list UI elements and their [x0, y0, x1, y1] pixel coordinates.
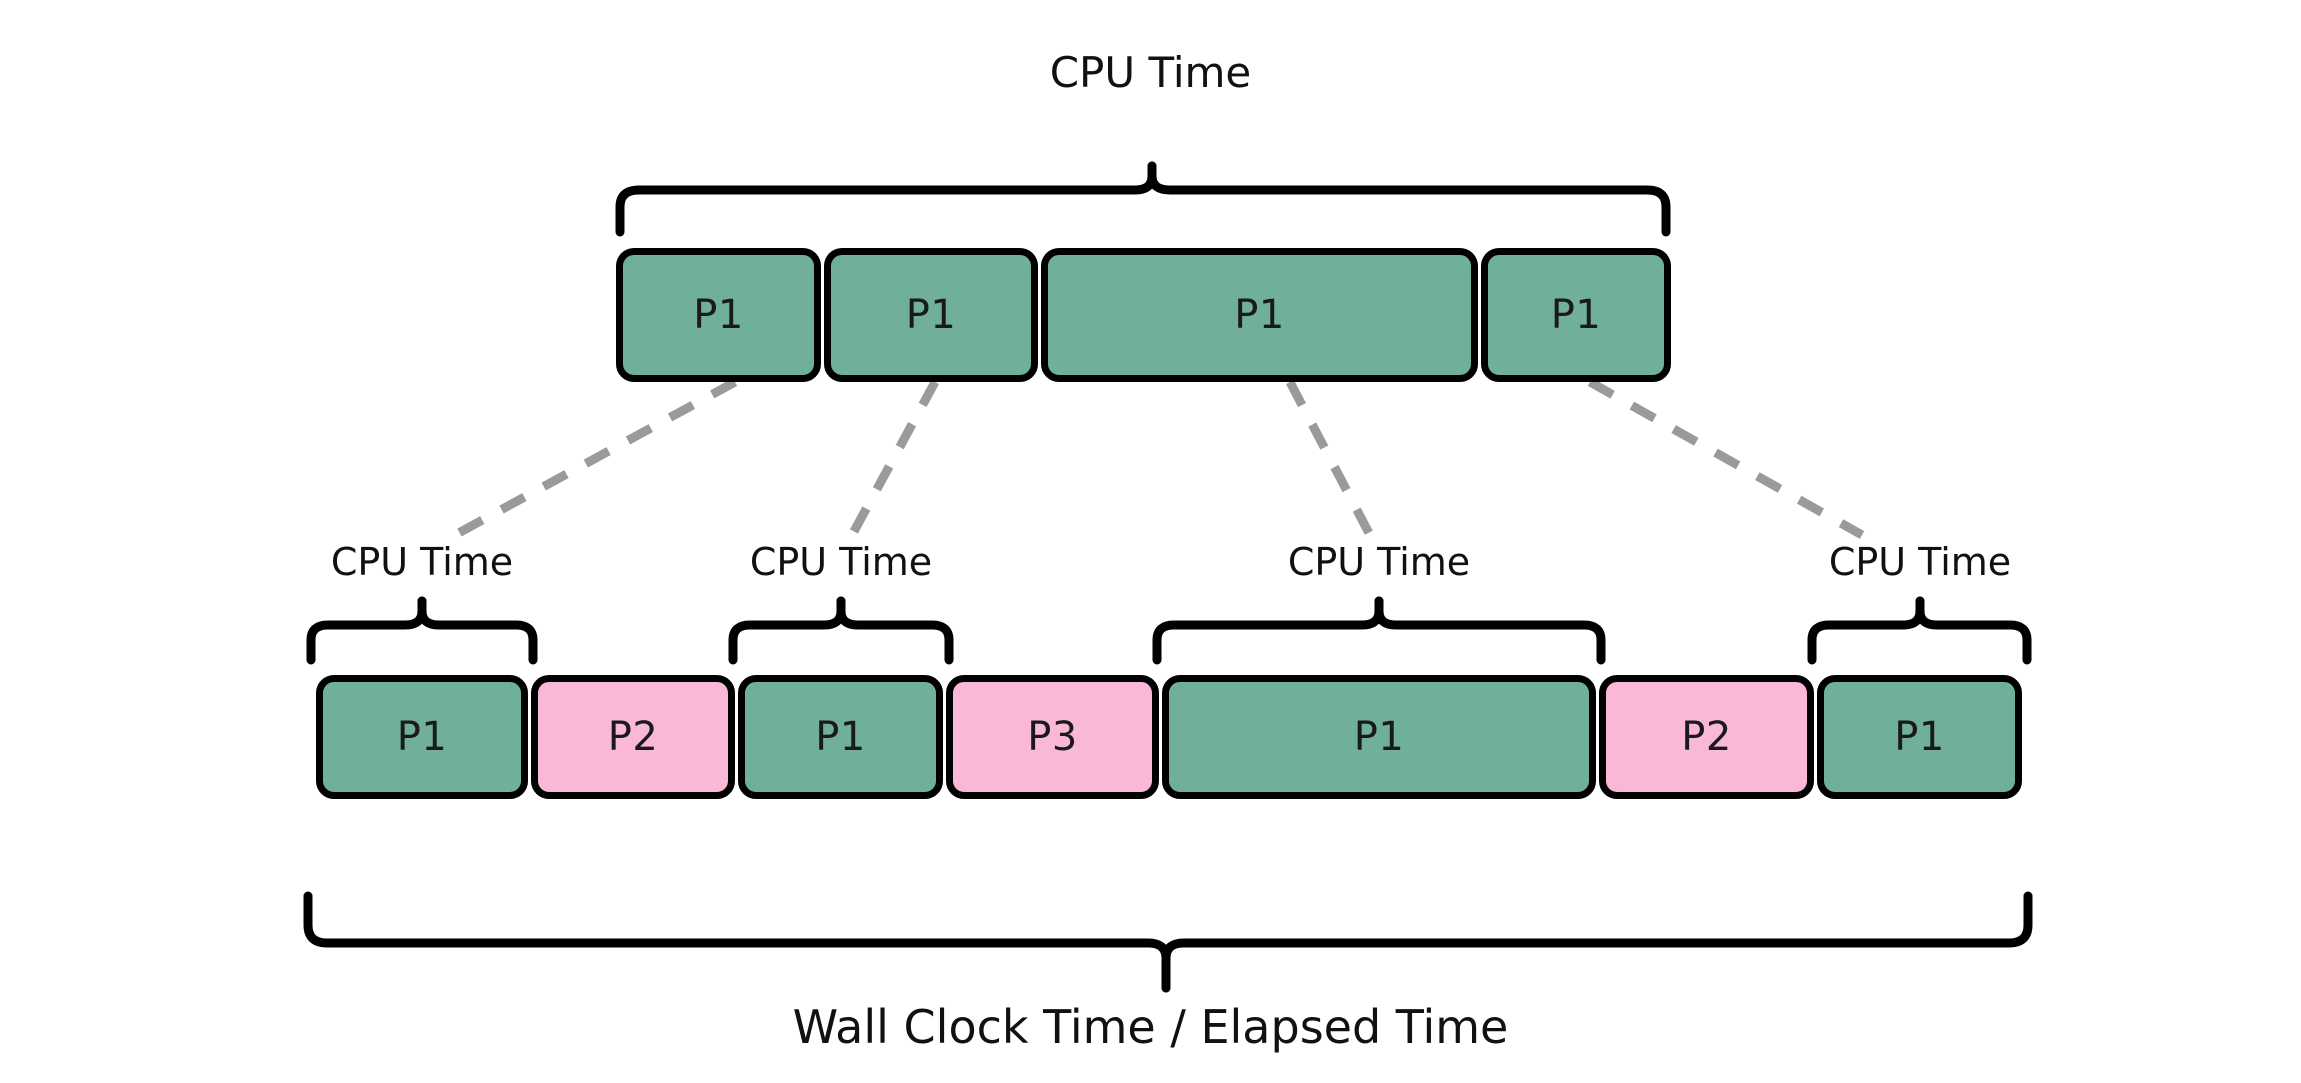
- segment-cpu-time-label-2: CPU Time: [749, 540, 933, 584]
- wall-row-block-6[interactable]: P2: [1599, 675, 1814, 799]
- wall-row-block-5[interactable]: P1: [1162, 675, 1596, 799]
- wall-row-block-4-label: P3: [1027, 714, 1078, 760]
- cpu-row-block-2[interactable]: P1: [824, 248, 1038, 382]
- cpu-row-block-4-label: P1: [1550, 292, 1602, 338]
- dashed-connector-3: [1286, 379, 1374, 538]
- segment-cpu-time-label-3: CPU Time: [1287, 540, 1471, 584]
- segment-cpu-time-label-4: CPU Time: [1828, 540, 2012, 584]
- dashed-connector-4: [1587, 378, 1865, 539]
- cpu-row-block-3-label: P1: [1234, 292, 1285, 338]
- wall-row-block-7-label: P1: [1894, 714, 1945, 760]
- wall-row-block-1[interactable]: P1: [316, 675, 528, 799]
- top-cpu-time-brace: [615, 161, 1671, 237]
- wall-row-block-3[interactable]: P1: [738, 675, 943, 799]
- wall-clock-time-label: Wall Clock Time / Elapsed Time: [792, 1000, 1509, 1054]
- wall-row-block-7[interactable]: P1: [1817, 675, 2022, 799]
- cpu-row-block-1[interactable]: P1: [616, 248, 821, 382]
- segment-braces-group: [306, 596, 2032, 665]
- cpu-row-block-4[interactable]: P1: [1481, 248, 1671, 382]
- wall-row-block-2-label: P2: [607, 714, 659, 760]
- cpu-row-block-2-label: P1: [905, 292, 957, 338]
- wall-row-block-5-label: P1: [1353, 714, 1405, 760]
- dashed-connector-2: [848, 379, 939, 538]
- segment-cpu-time-label-1: CPU Time: [330, 540, 514, 584]
- wall-row-block-3-label: P1: [815, 714, 866, 760]
- cpu-row-block-1-label: P1: [693, 292, 744, 338]
- cpu-row-block-3[interactable]: P1: [1041, 248, 1478, 382]
- wall-clock-time-brace: [303, 891, 2033, 993]
- cpu-time-title-label: CPU Time: [1049, 48, 1252, 97]
- dashed-connectors-group: [452, 378, 1865, 539]
- wall-row-block-2[interactable]: P2: [531, 675, 735, 799]
- wall-row-block-1-label: P1: [396, 714, 448, 760]
- dashed-connector-1: [452, 378, 738, 539]
- wall-row-block-6-label: P2: [1681, 714, 1732, 760]
- wall-row-block-4[interactable]: P3: [946, 675, 1159, 799]
